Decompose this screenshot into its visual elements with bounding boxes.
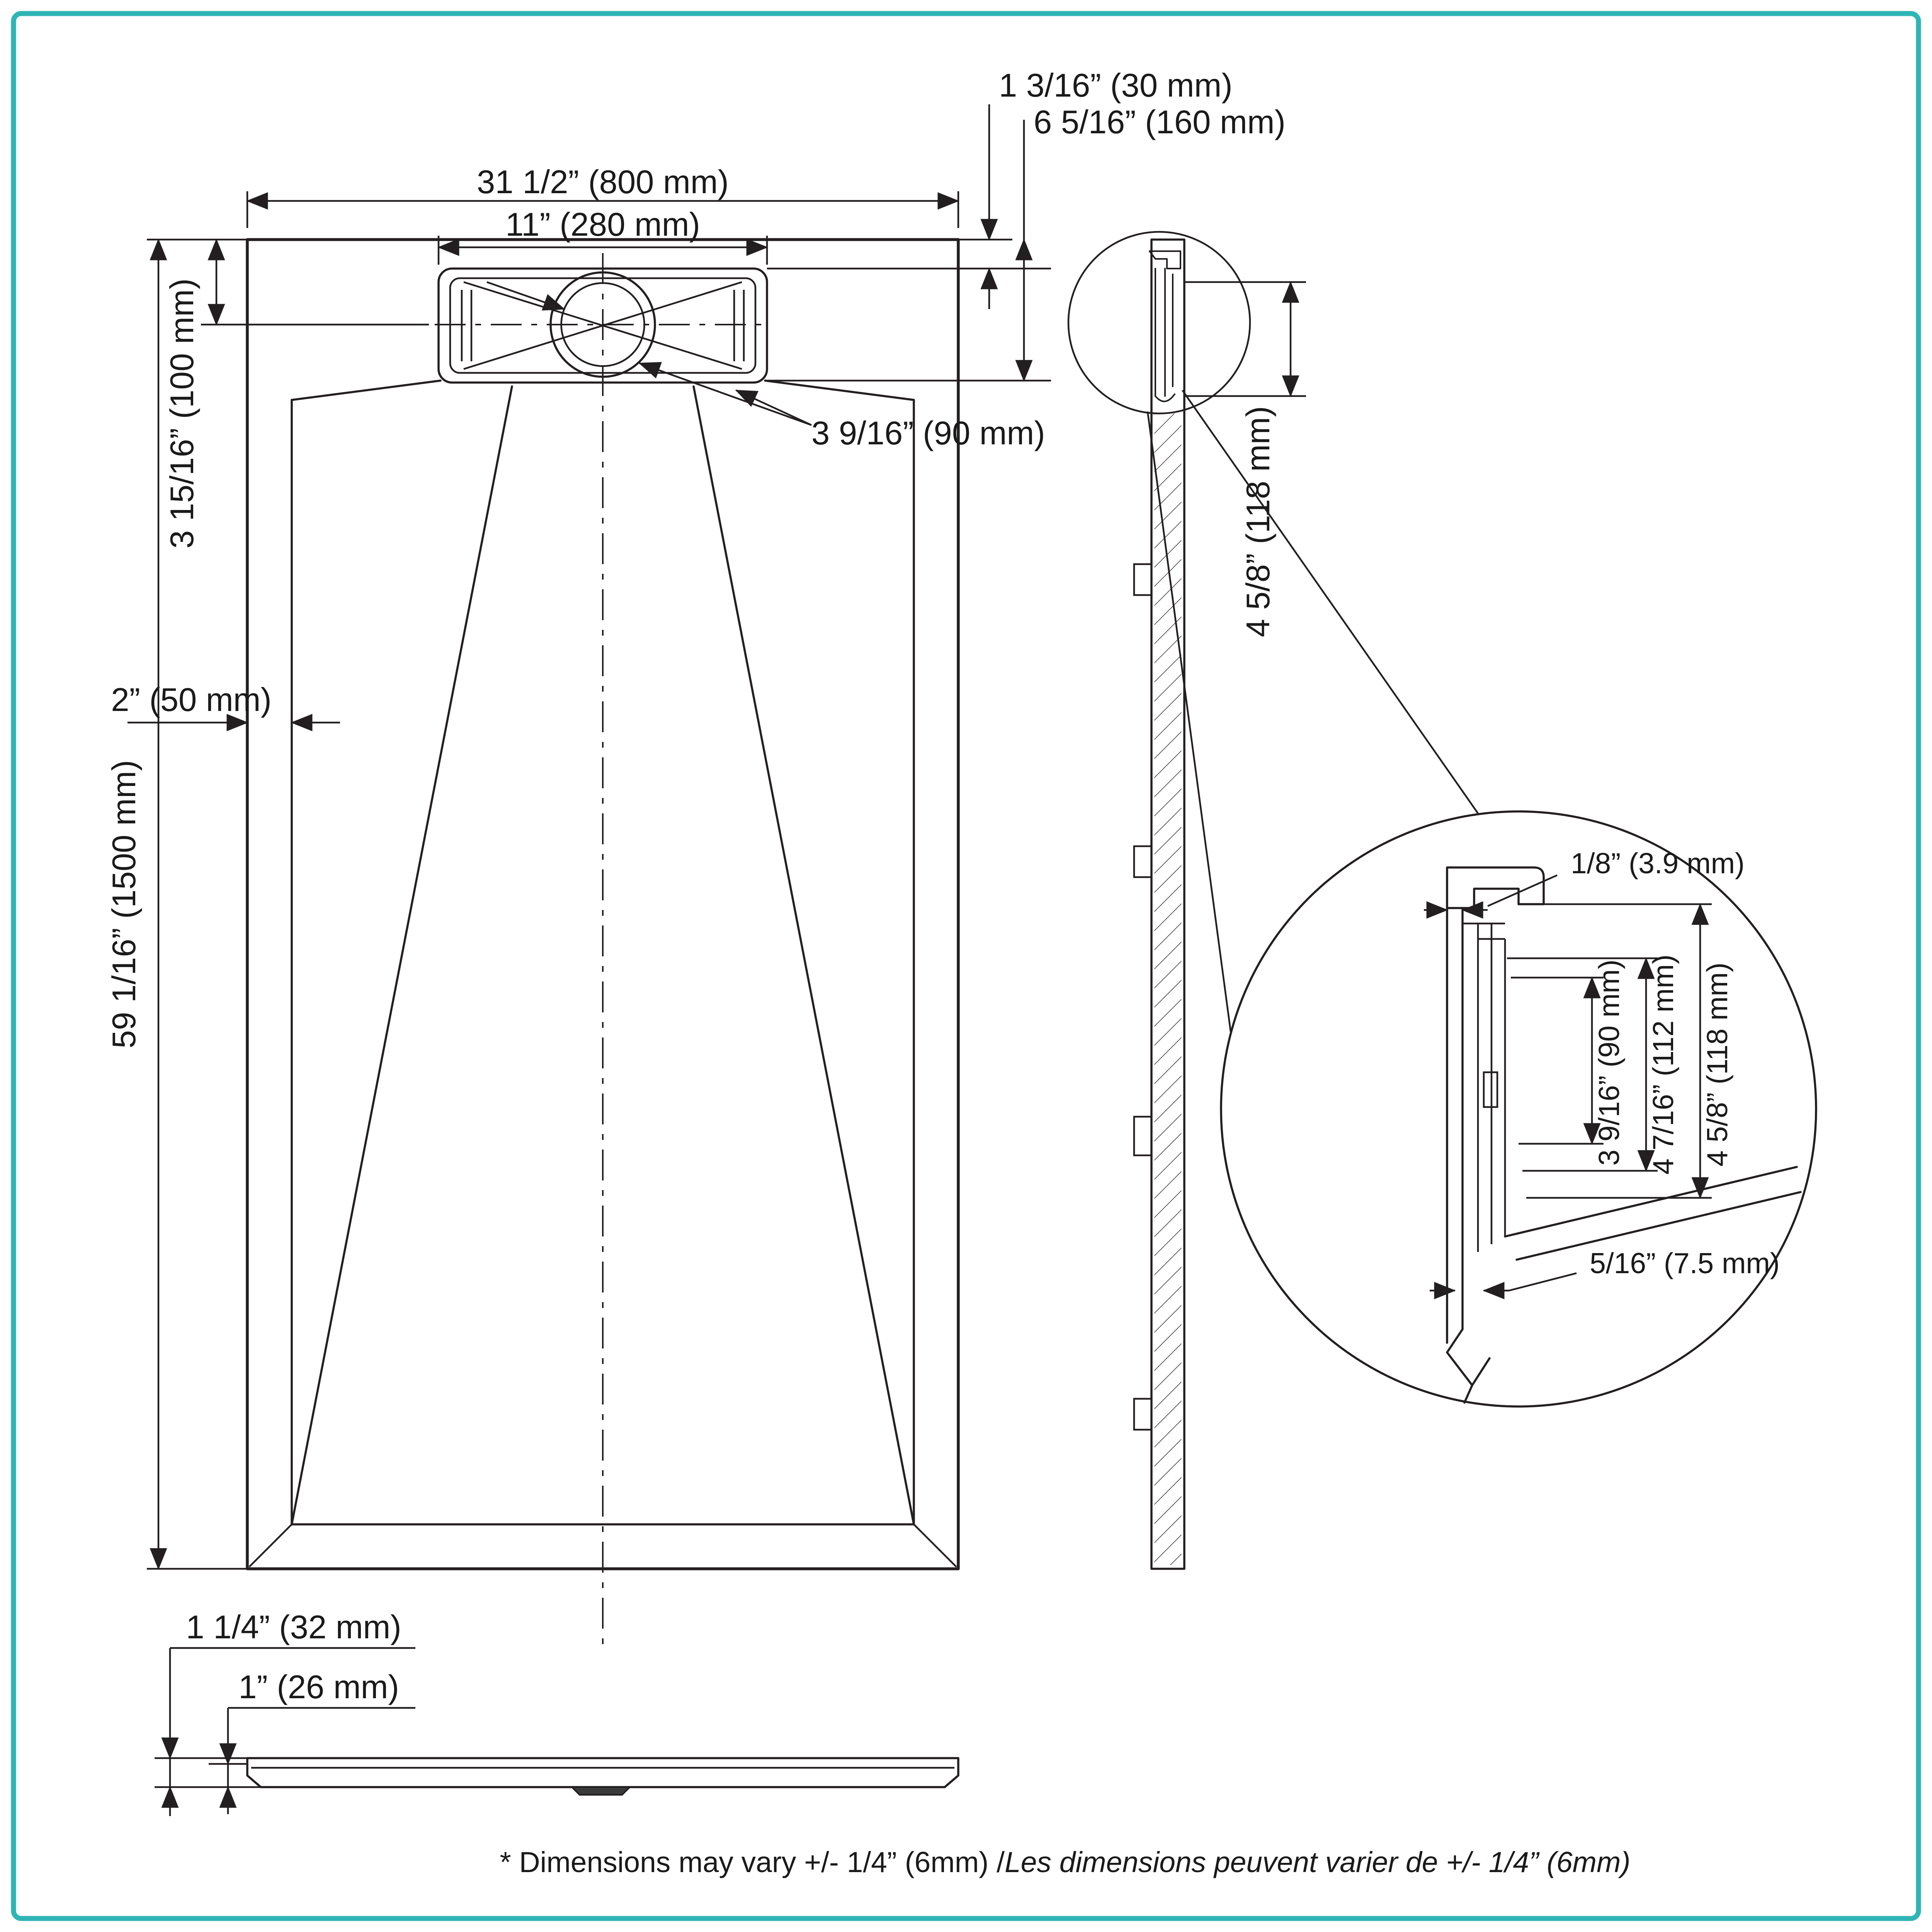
dim-label-side-inset: 2” (50 mm) (111, 682, 272, 718)
floor-slope-lines (291, 385, 915, 1526)
front-view: 1 1/4” (32 mm) 1” (26 mm) (155, 1609, 959, 1816)
drain-pointer-arrow (486, 281, 565, 311)
tray-inner-floor (291, 399, 915, 1526)
edge-profile (1446, 866, 1802, 1404)
footer-note-fr: Les dimensions peuvent varier de +/- 1/4… (1005, 1846, 1630, 1878)
footer-note-en: * Dimensions may vary +/- 1/4” (6mm) / (500, 1846, 1005, 1878)
floor-drain-connectors (291, 379, 915, 401)
dim-label-front-base-height: 1” (26 mm) (238, 1669, 399, 1706)
side-mount-blocks (1133, 563, 1153, 1431)
dim-label-total-height: 4 5/8” (118 mm) (1701, 963, 1733, 1167)
dim-label-drain-size: 3 9/16” (90 mm) (811, 415, 1045, 452)
front-profile-outline (246, 1757, 959, 1788)
side-top-profile (1149, 250, 1181, 402)
dim-label-drain-center: 3 15/16” (100 mm) (164, 278, 201, 548)
dim-label-drain-offset-30: 1 3/16” (30 mm) (999, 67, 1233, 104)
dim-label-overall-length: 59 1/16” (1500 mm) (106, 760, 143, 1048)
magnifier-small-circle (1067, 231, 1251, 415)
dim-label-side-edge-height: 4 5/8” (118 mm) (1240, 406, 1277, 637)
dim-label-drain-width: 11” (280 mm) (505, 206, 700, 243)
magnifier-cone-lines (1146, 389, 1479, 1032)
front-drain-bump (570, 1786, 632, 1796)
page-border (11, 11, 1921, 1921)
top-view: 31 1/2” (800 mm) 11” (280 mm) 1 3/16” (3… (106, 67, 1286, 1644)
side-slab-hatch (1154, 413, 1182, 1565)
dim-label-channel-depth: 3 9/16” (90 mm) (1593, 959, 1625, 1166)
footer-note: * Dimensions may vary +/- 1/4” (6mm) / L… (500, 1846, 1630, 1878)
dim-label-front-total-height: 1 1/4” (32 mm) (186, 1609, 401, 1646)
magnifier-large-circle (1220, 810, 1817, 1408)
detail-view: 1/8” (3.9 mm) 3 9/16” (90 mm) 4 7/16” (1… (1220, 810, 1817, 1408)
floor-corner-lines (248, 1524, 957, 1568)
side-view: 4 5/8” (118 mm) (1067, 231, 1479, 1570)
dim-label-drain-offset-160: 6 5/16” (160 mm) (1034, 104, 1286, 141)
side-slab (1150, 238, 1185, 1570)
dim-label-overall-width: 31 1/2” (800 mm) (477, 164, 729, 201)
dim-label-wall-thickness: 1/8” (3.9 mm) (1571, 847, 1745, 879)
dim-label-lip-offset: 5/16” (7.5 mm) (1590, 1247, 1780, 1279)
dim-label-mid-height: 4 7/16” (112 mm) (1647, 954, 1679, 1175)
